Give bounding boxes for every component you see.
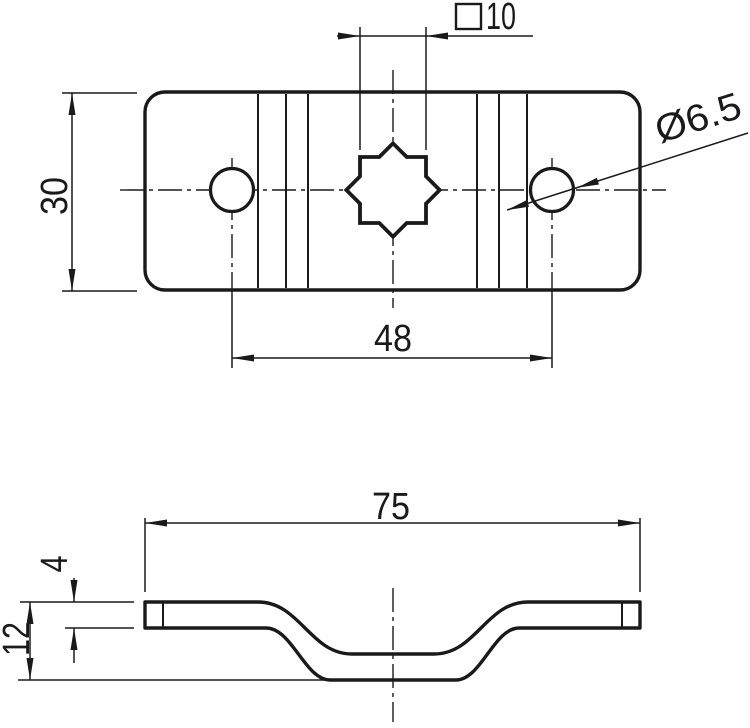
dimension-4: 4 xyxy=(20,556,134,663)
square-symbol-icon xyxy=(454,2,483,31)
thickness-label: 4 xyxy=(34,556,76,573)
bend-lines xyxy=(257,94,528,288)
profile-outline xyxy=(143,600,642,682)
plate-height-label: 30 xyxy=(34,177,76,215)
profile-view xyxy=(143,588,642,722)
hole-diameter-label: Ø6.5 xyxy=(650,85,747,152)
dimension-75: 75 xyxy=(144,486,641,592)
top-view xyxy=(120,70,666,308)
dimension-48: 48 xyxy=(231,293,553,368)
left-hole xyxy=(208,166,256,214)
star-cutout xyxy=(343,140,443,240)
dimension-12: 12 xyxy=(0,602,336,681)
square-width-label: 10 xyxy=(486,0,516,38)
right-hole xyxy=(528,166,576,214)
total-height-label: 12 xyxy=(0,622,38,656)
length-label: 75 xyxy=(372,486,410,528)
dimension-30: 30 xyxy=(34,92,137,292)
hole-spacing-label: 48 xyxy=(374,318,412,360)
dimension-square-10: 10 xyxy=(337,0,533,150)
